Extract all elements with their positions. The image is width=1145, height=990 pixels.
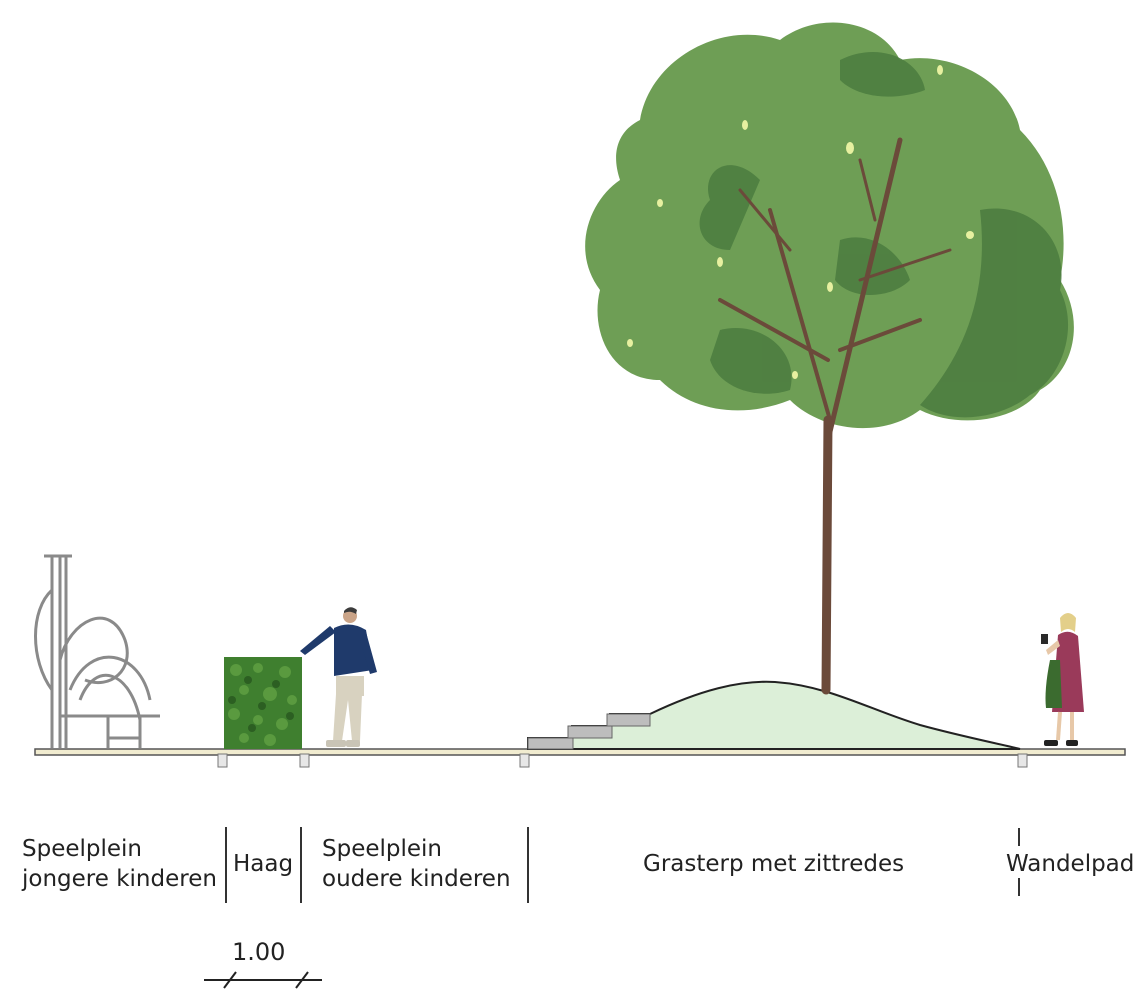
person-man-icon — [300, 607, 377, 747]
tree-icon — [585, 22, 1074, 695]
tree-foliage — [585, 22, 1074, 429]
tree-highlights — [627, 65, 974, 379]
zone-label-wandelpad: Wandelpad — [1006, 849, 1134, 879]
person-woman-icon — [1041, 613, 1084, 746]
tree-foliage-shadow — [699, 51, 1069, 418]
divider-3 — [527, 827, 529, 903]
ground — [34, 748, 1126, 768]
zone-label-line: Haag — [233, 851, 294, 877]
divider-2 — [300, 827, 302, 903]
hedge-icon — [224, 657, 302, 749]
tree-trunk — [718, 137, 952, 695]
scale-bar — [204, 971, 322, 989]
zone-label-speelplein-oud: Speelplein oudere kinderen — [322, 834, 511, 894]
divider-4a — [1018, 828, 1020, 846]
zone-label-line: Grasterp met zittredes — [643, 851, 905, 877]
zone-label-haag: Haag — [233, 849, 293, 879]
zone-label-grasterp: Grasterp met zittredes — [643, 849, 904, 879]
divider-4b — [1018, 878, 1020, 896]
zone-label-line: Speelplein — [322, 836, 442, 862]
zone-label-line: Speelplein — [22, 836, 142, 862]
sitting-steps — [527, 713, 651, 750]
play-equipment-icon — [34, 554, 160, 748]
zone-label-speelplein-jong: Speelplein jongere kinderen — [22, 834, 217, 894]
grass-mound — [527, 680, 1021, 750]
zone-label-line: Wandelpad — [1006, 851, 1135, 877]
divider-1 — [225, 827, 227, 903]
zone-label-line: oudere kinderen — [322, 866, 511, 892]
zone-label-line: jongere kinderen — [22, 866, 217, 892]
scale-bar-label: 1.00 — [232, 938, 286, 966]
